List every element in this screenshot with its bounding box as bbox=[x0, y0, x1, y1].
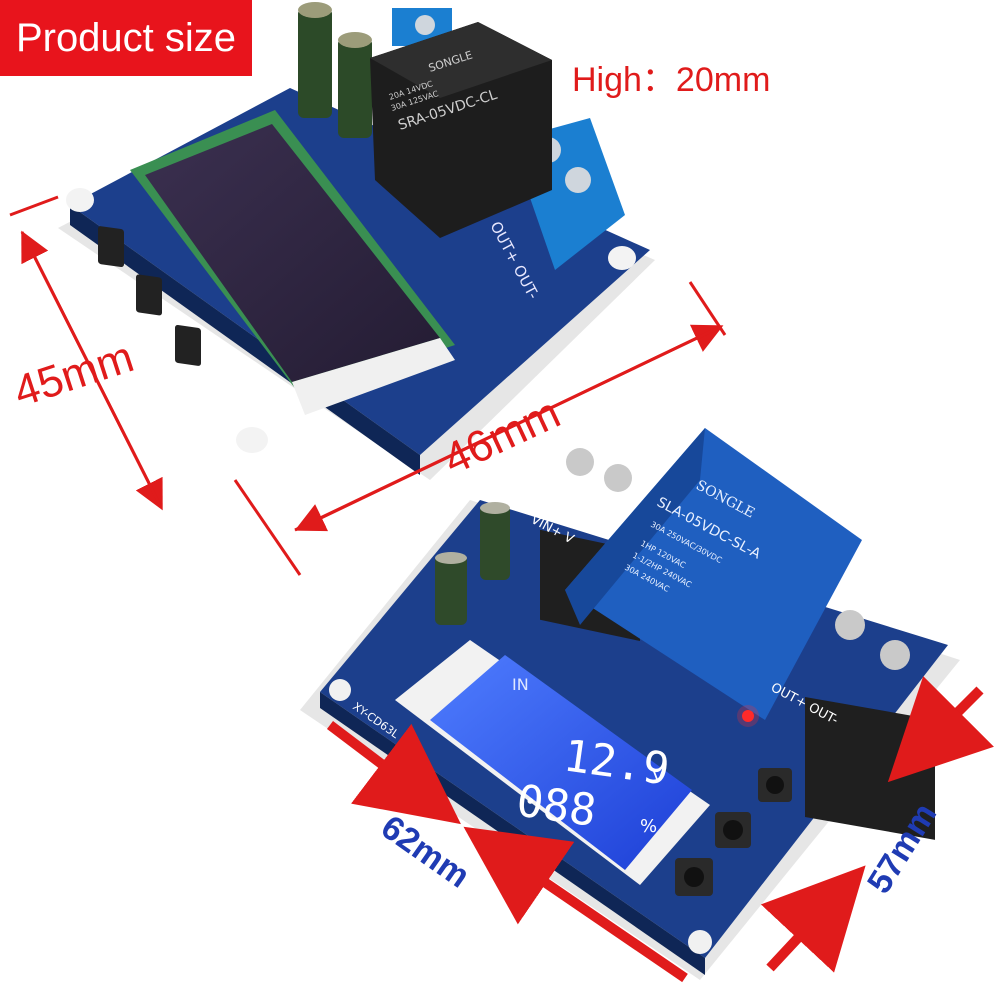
top-button-2 bbox=[136, 274, 162, 316]
bottom-width-arrow bbox=[887, 676, 994, 783]
bottom-lcd-screen bbox=[430, 655, 692, 870]
top-button-3 bbox=[175, 324, 201, 366]
standoff bbox=[66, 188, 94, 212]
length-arrow bbox=[326, 721, 461, 825]
bottom-capacitor bbox=[480, 505, 510, 580]
height-label: High：20mm bbox=[572, 61, 771, 99]
standoff bbox=[329, 679, 351, 701]
standoff bbox=[688, 930, 712, 954]
bottom-board: SONGLE SLA-05VDC-SL-A 30A 250VAC/30VDC 1… bbox=[300, 428, 960, 980]
standoff bbox=[236, 427, 268, 453]
lcd-percent-unit: % bbox=[640, 816, 657, 837]
lcd-voltage-unit: V bbox=[652, 766, 665, 787]
top-button-1 bbox=[98, 226, 124, 268]
top-capacitor bbox=[298, 8, 332, 118]
product-size-badge: Product size bbox=[0, 0, 252, 76]
top-lcd-screen bbox=[145, 124, 440, 382]
bottom-relay bbox=[565, 428, 862, 720]
status-led bbox=[742, 710, 754, 722]
dimension-arrows bbox=[9, 195, 994, 983]
bottom-capacitor bbox=[435, 555, 467, 625]
lcd-percent-readout: 088 bbox=[513, 775, 599, 837]
top-board: SONGLE 20A 14VDC 30A 125VAC SRA-05VDC-CL… bbox=[58, 2, 655, 480]
top-capacitor bbox=[338, 38, 372, 138]
lcd-in-label: IN bbox=[512, 675, 529, 694]
standoff bbox=[608, 246, 636, 270]
